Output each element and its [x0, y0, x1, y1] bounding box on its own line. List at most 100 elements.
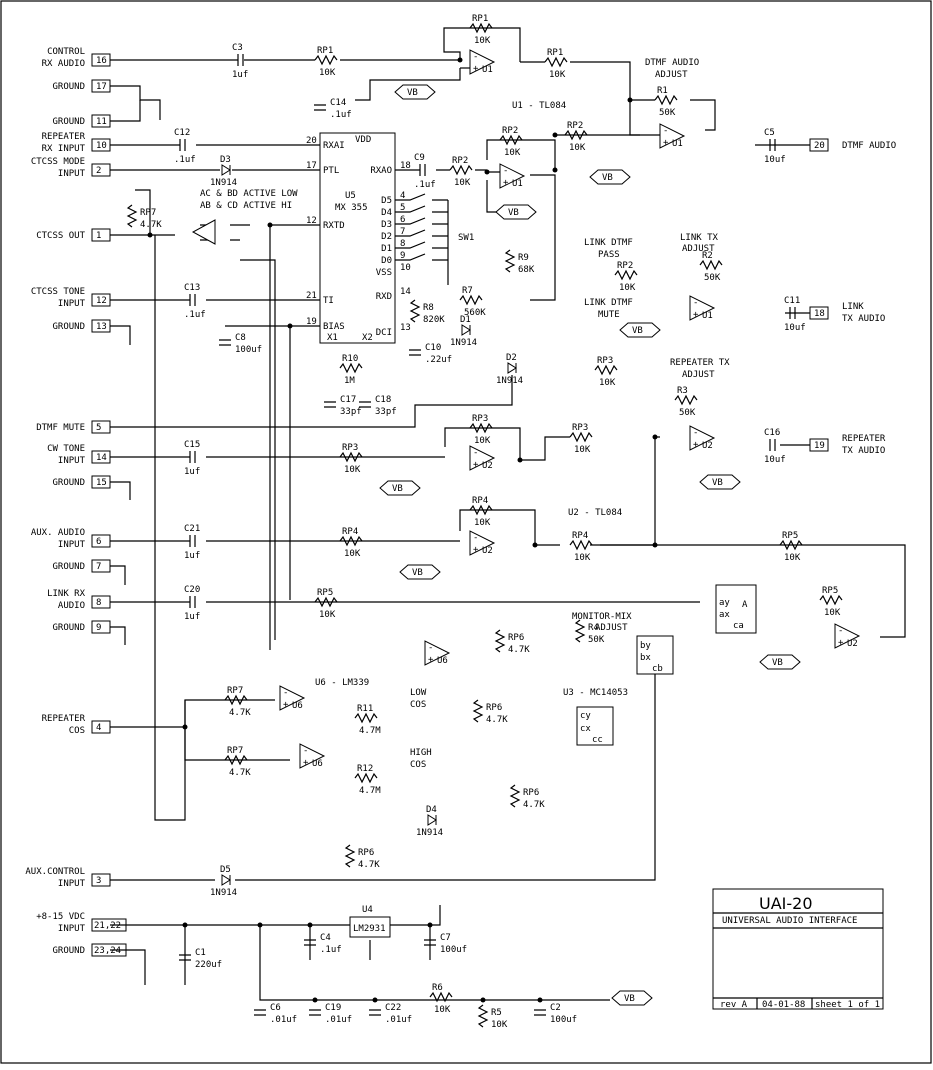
diode-value: 1N914 — [450, 338, 477, 348]
u5-pin-ptl: PTL — [323, 166, 339, 176]
note-u2: U2 - TL084 — [568, 508, 622, 518]
resistor-value: 10K — [491, 1020, 508, 1030]
connector-label: CONTROL — [47, 47, 85, 57]
u4-ref: U4 — [362, 905, 373, 915]
u5-chip — [319, 132, 396, 344]
u5-pin-num: 10 — [400, 263, 411, 273]
u5-pin-rxao: RXAO — [370, 166, 392, 176]
capacitor-value: .1uf — [330, 110, 352, 120]
u3a-ax: ax — [719, 610, 730, 620]
resistor-value: 10K — [574, 553, 591, 563]
output-number: 18 — [814, 309, 825, 319]
capacitor-ref: C21 — [184, 524, 200, 534]
junction — [537, 997, 543, 1003]
connector-label: GROUND — [52, 82, 85, 92]
resistor-ref: RP6 — [358, 848, 374, 858]
capacitor: C9.1uf — [414, 153, 436, 190]
connector-number: 23,24 — [94, 946, 121, 956]
connector-label: INPUT — [58, 924, 86, 934]
connector-label: AUX. AUDIO — [31, 528, 85, 538]
op-amp-ref: U2 — [482, 546, 493, 556]
u5-pin-d2: D2 — [381, 232, 392, 242]
capacitor-value: .1uf — [184, 310, 206, 320]
resistor-value: 4.7K — [229, 708, 251, 718]
resistor-ref: RP1 — [547, 48, 563, 58]
connector-number: 2 — [96, 166, 101, 176]
capacitor-value: 1uf — [184, 551, 200, 561]
connector-number: 13 — [96, 322, 107, 332]
diode-ref: D2 — [506, 353, 517, 363]
connector-number: 4 — [96, 723, 101, 733]
connector-label: INPUT — [58, 879, 86, 889]
output-label: REPEATER — [842, 434, 886, 444]
resistor-value: 10K — [474, 518, 491, 528]
resistor-value: 4.7K — [523, 800, 545, 810]
connector-label: AUDIO — [58, 601, 85, 611]
u3c-cx: cx — [580, 724, 591, 734]
connector-number: 6 — [96, 537, 101, 547]
u5-pin-num: 7 — [400, 227, 405, 237]
vb-flag: VB — [611, 990, 653, 1006]
capacitor: C13.1uf — [184, 283, 206, 320]
resistor: RP5 10K — [314, 588, 338, 620]
resistor-ref: RP4 — [472, 496, 488, 506]
resistor-ref: R12 — [357, 764, 373, 774]
capacitor: C12.1uf — [174, 128, 196, 165]
capacitor-ref: C18 — [375, 395, 391, 405]
resistor-ref: RP5 — [782, 531, 798, 541]
capacitor-ref: C1 — [195, 948, 206, 958]
diode-ref: D1 — [460, 315, 471, 325]
diode: D1 1N914 — [450, 315, 477, 348]
resistor-value: 10K — [824, 608, 841, 618]
resistor-ref: RP2 — [502, 126, 518, 136]
connector-label: INPUT — [58, 456, 86, 466]
resistor-value: 10K — [599, 378, 616, 388]
resistor-value: 1M — [344, 376, 355, 386]
title-block-title: UAI-20 — [759, 894, 813, 913]
u4-part: LM2931 — [353, 924, 386, 934]
capacitor: C22.01uf — [369, 1003, 412, 1025]
u3c-cc: cc — [592, 735, 603, 745]
op-amp-u1: -+U1 — [689, 295, 716, 321]
vb-label: VB — [602, 173, 613, 183]
title-block-rev: rev A — [720, 1000, 748, 1010]
junction — [532, 542, 538, 548]
u5-pin-dci: DCI — [376, 328, 392, 338]
resistor-value: 10K — [319, 610, 336, 620]
op-amp-ref: U6 — [312, 759, 323, 769]
u5-pin-num: 5 — [400, 203, 405, 213]
resistor-ref: RP6 — [508, 633, 524, 643]
op-amp-minus: - — [283, 688, 288, 698]
resistor-value: 4.7K — [140, 220, 162, 230]
op-amp-ref: U2 — [482, 461, 493, 471]
resistor-ref: RP5 — [317, 588, 333, 598]
vb-flag: VB — [394, 84, 436, 100]
op-amp-ref: U2 — [702, 441, 713, 451]
resistor-ref: RP5 — [822, 586, 838, 596]
connector-label: CW TONE — [47, 444, 85, 454]
vb-flag: VB — [379, 480, 421, 496]
capacitor: C21 1uf — [184, 524, 200, 561]
resistor-value: 10K — [454, 178, 471, 188]
junction — [652, 542, 658, 548]
u5-pin-num: 18 — [400, 161, 411, 171]
resistor-ref: R6 — [432, 983, 443, 993]
op-amp-plus: + — [473, 460, 479, 470]
op-amp-minus: - — [503, 166, 508, 176]
output-number: 20 — [814, 141, 825, 151]
u3a-ay: ay — [719, 598, 730, 608]
